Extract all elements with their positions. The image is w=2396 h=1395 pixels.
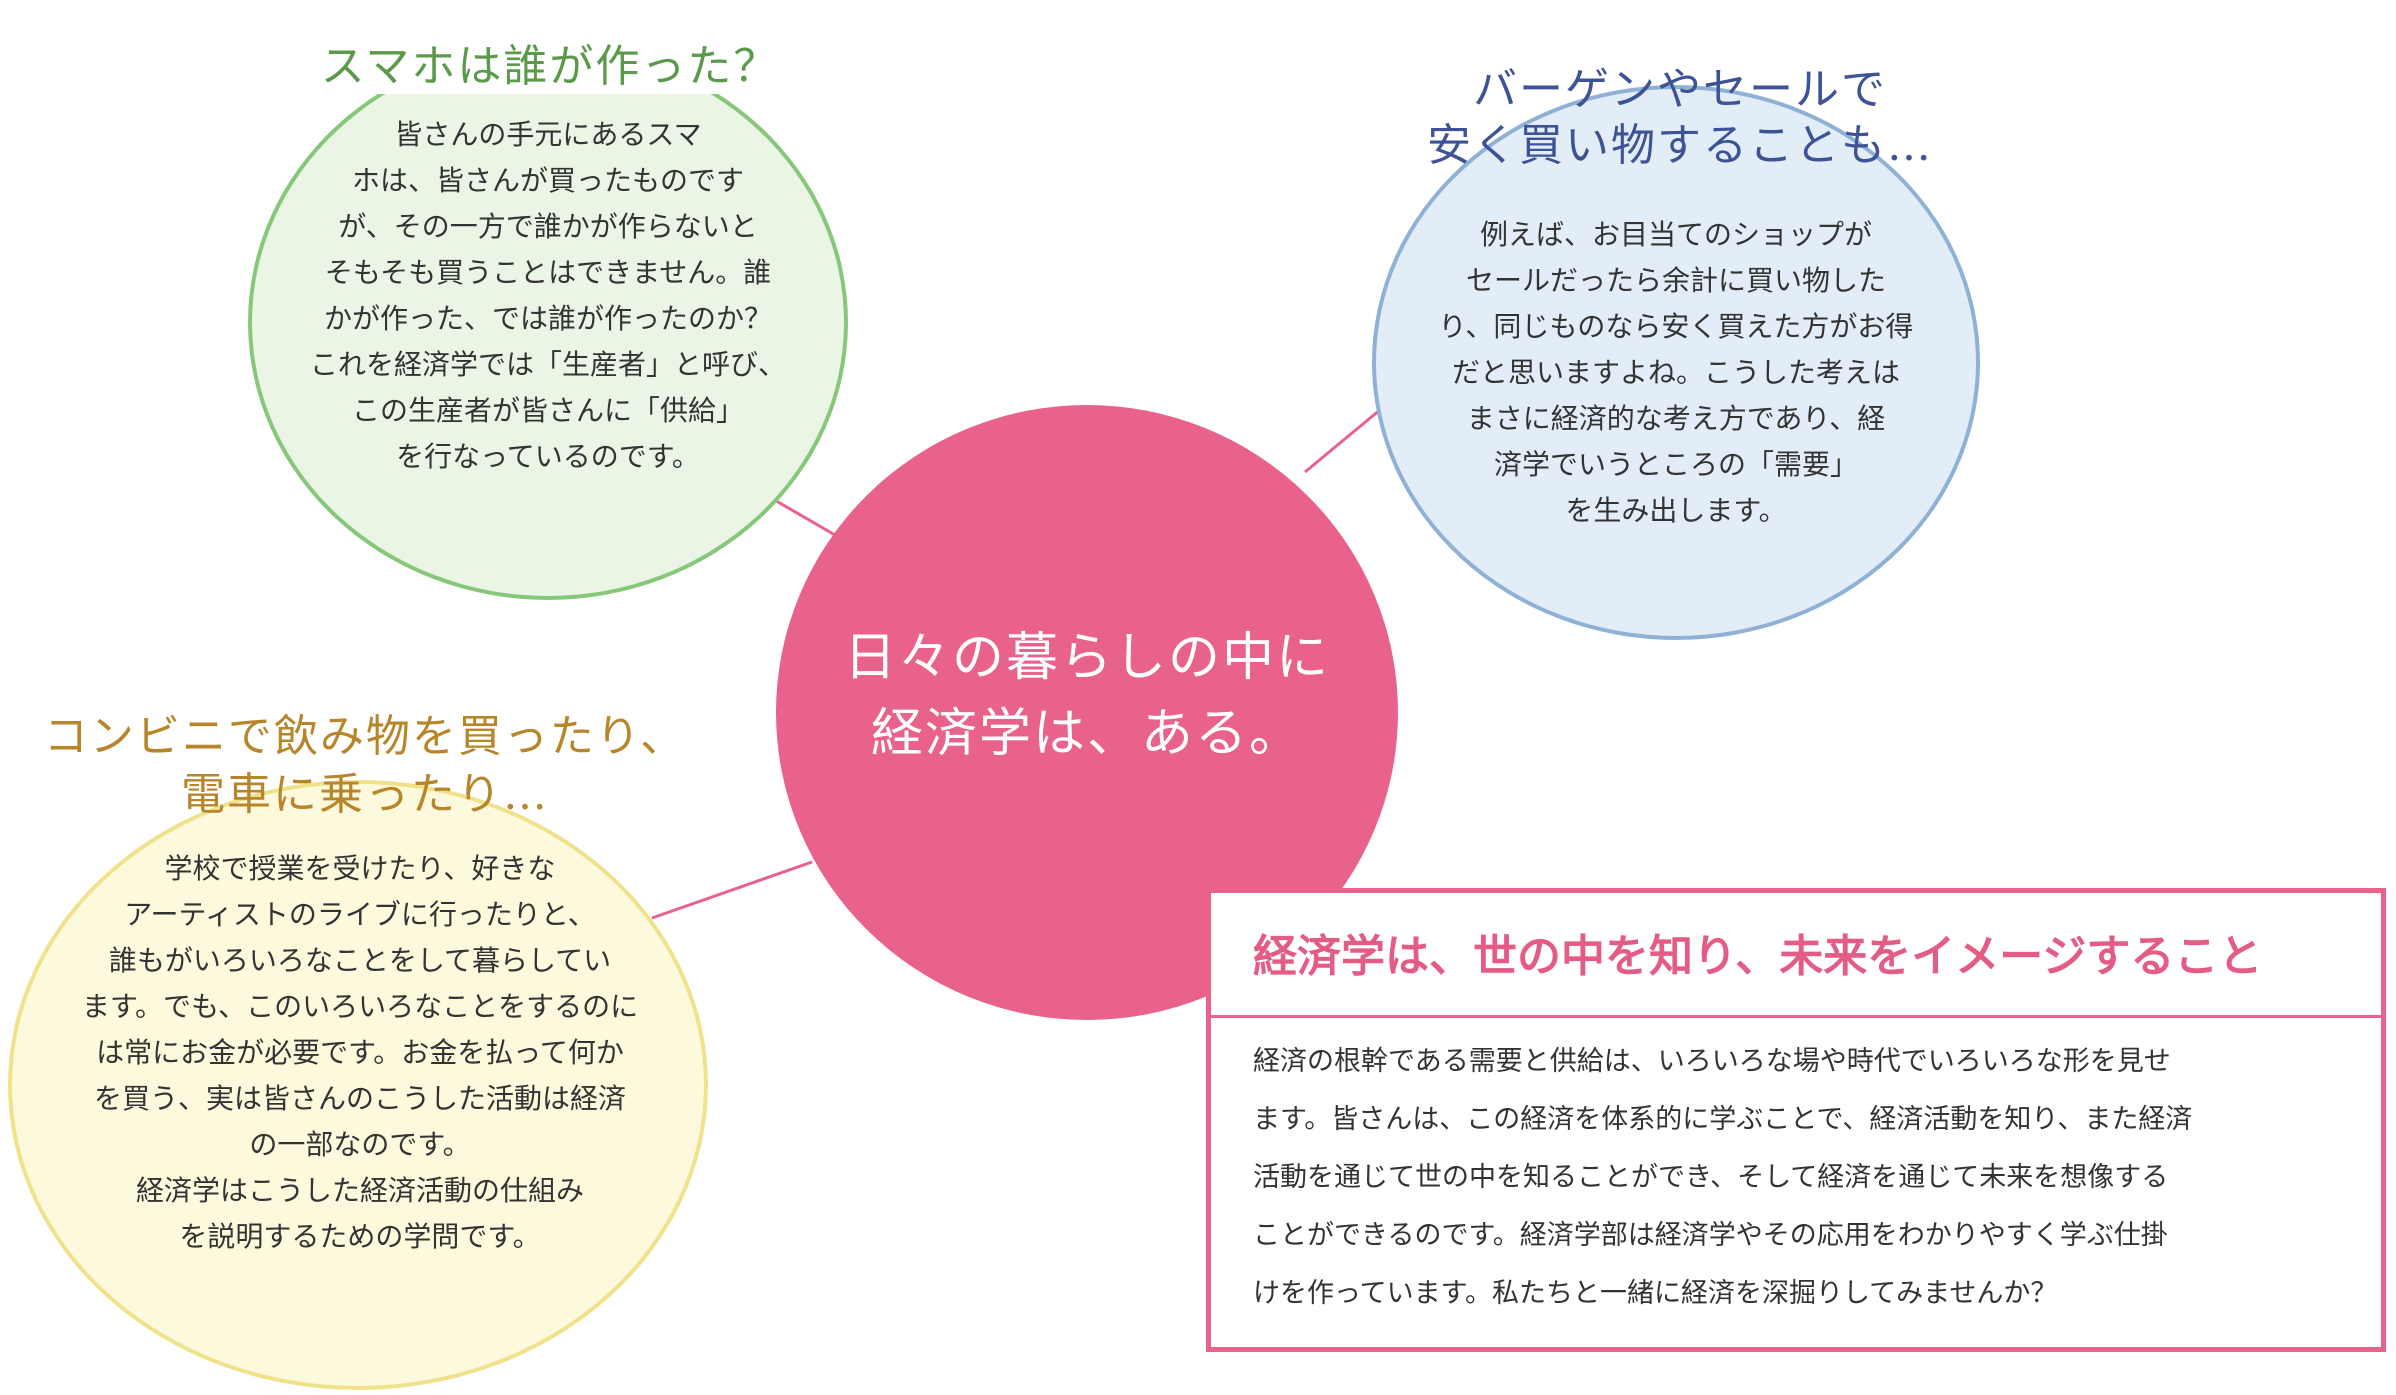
center-heading: 日々の暮らしの中に 経済学は、ある。 (790, 620, 1384, 772)
title-line: バーゲンやセールで (1473, 64, 1887, 115)
producer-title: スマホは誰が作った？ (260, 40, 840, 94)
body-line: を行なっているのです。 (396, 440, 700, 473)
body-line: を説明するための学問です。 (179, 1220, 541, 1253)
daily-activity-body: 学校で授業を受けたり、好きな アーティストのライブに行ったりと、 誰もがいろいろ… (40, 846, 680, 1260)
body-line: を生み出します。 (1565, 494, 1787, 527)
body-line: そもそも買うことはできません。誰 (324, 256, 772, 289)
demand-title: バーゲンやセールで 安く買い物することも… (1330, 62, 2030, 174)
body-line: り、同じものなら安く買えた方がお得 (1438, 310, 1914, 343)
body-line: まさに経済的な考え方であり、経 (1466, 402, 1886, 435)
demand-body: 例えば、お目当てのショップが セールだったら余計に買い物した り、同じものなら安… (1376, 212, 1976, 534)
daily-activity-bubble (8, 780, 708, 1390)
title-line: 電車に乗ったり… (181, 769, 549, 820)
body-line: の一部なのです。 (249, 1128, 471, 1161)
summary-title: 経済学は、世の中を知り、未来をイメージすること (1253, 931, 2263, 982)
body-line: ます。皆さんは、この経済を体系的に学ぶことで、経済活動を知り、また経済 (1253, 1104, 2193, 1135)
body-line: 例えば、お目当てのショップが (1479, 218, 1872, 251)
connector-yellow (651, 860, 813, 920)
body-line: 学校で授業を受けたり、好きな (164, 852, 556, 885)
title-line: 安く買い物することも… (1427, 120, 1933, 171)
body-line: セールだったら余計に買い物した (1465, 264, 1886, 297)
summary-body: 経済の根幹である需要と供給は、いろいろな場や時代でいろいろな形を見せ ます。皆さ… (1253, 1033, 2349, 1323)
summary-divider (1211, 1015, 2381, 1018)
body-line: 済学でいうところの「需要」 (1493, 448, 1858, 481)
center-line: 経済学は、ある。 (870, 704, 1303, 764)
demand-bubble (1372, 85, 1980, 640)
body-line: 誰もがいろいろなことをして暮らしてい (108, 944, 612, 977)
body-line: を買う、実は皆さんのこうした活動は経済 (93, 1082, 626, 1115)
body-line: ことができるのです。経済学部は経済学やその応用をわかりやすく学ぶ仕掛 (1253, 1220, 2168, 1251)
center-line: 日々の暮らしの中に (843, 628, 1330, 688)
body-line: これを経済学では「生産者」と呼び、 (309, 348, 786, 381)
producer-bubble (248, 45, 848, 600)
body-line: かが作った、では誰が作ったのか？ (323, 302, 772, 335)
body-line: 経済の根幹である需要と供給は、いろいろな場や時代でいろいろな形を見せ (1253, 1046, 2171, 1077)
body-line: けを作っています。私たちと一緒に経済を深掘りしてみませんか？ (1253, 1278, 2058, 1309)
body-line: アーティストのライブに行ったりと、 (124, 898, 596, 931)
title-line: コンビニで飲み物を買ったり、 (43, 711, 687, 762)
body-line: この生産者が皆さんに「供給」 (351, 394, 744, 427)
daily-activity-title: コンビニで飲み物を買ったり、 電車に乗ったり… (20, 708, 710, 824)
body-line: 活動を通じて世の中を知ることができ、そして経済を通じて未来を想像する (1253, 1162, 2169, 1193)
summary-box: 経済学は、世の中を知り、未来をイメージすること 経済の根幹である需要と供給は、い… (1206, 888, 2386, 1352)
producer-body: 皆さんの手元にあるスマ ホは、皆さんが買ったものです が、その一方で誰かが作らな… (258, 112, 838, 480)
body-line: ます。でも、このいろいろなことをするのに (81, 990, 639, 1023)
body-line: ホは、皆さんが買ったものです (351, 164, 744, 197)
body-line: は常にお金が必要です。お金を払って何か (96, 1036, 624, 1069)
body-line: だと思いますよね。こうした考えは (1451, 356, 1900, 389)
body-line: が、その一方で誰かが作らないと (338, 210, 758, 243)
body-line: 経済学はこうした経済活動の仕組み (135, 1174, 584, 1207)
body-line: 皆さんの手元にあるスマ (394, 118, 702, 151)
